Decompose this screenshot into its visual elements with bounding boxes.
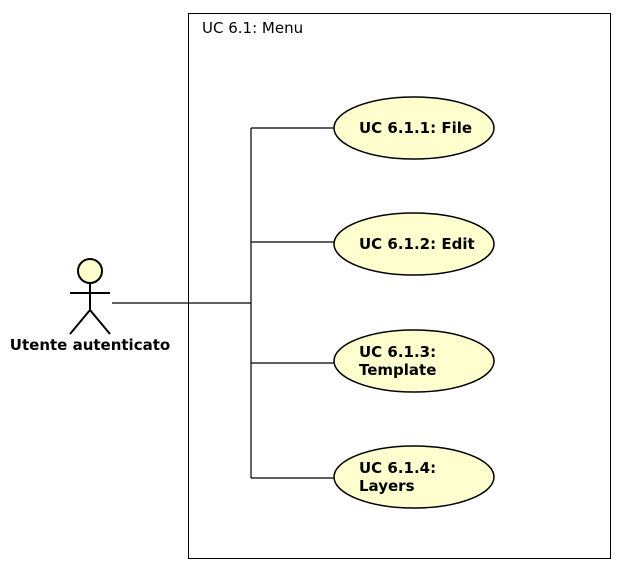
- use-case-ellipse: [333, 96, 495, 160]
- use-case-ellipse: [333, 212, 495, 276]
- use-case-label: UC 6.1.2: Edit: [359, 235, 475, 253]
- use-case-list: UC 6.1.1: File UC 6.1.2: Edit UC 6.1.3:Tem…: [333, 96, 495, 509]
- use-case-label: Layers: [359, 477, 415, 495]
- actor-icon: [69, 258, 111, 335]
- use-case-label: UC 6.1.4:: [359, 459, 436, 477]
- use-case-ellipse: [333, 329, 495, 393]
- use-case-4: UC 6.1.4:Layers: [333, 445, 495, 509]
- actor-label: Utente autenticato: [10, 336, 170, 354]
- use-case-label: Template: [359, 361, 436, 379]
- use-case-ellipse: [333, 445, 495, 509]
- use-case-label: UC 6.1.3:: [359, 343, 436, 361]
- actor-right-leg: [89, 309, 111, 335]
- actor-left-leg: [69, 309, 91, 335]
- system-boundary-title: UC 6.1: Menu: [202, 19, 303, 37]
- actor-head: [77, 258, 103, 284]
- connector-lines: [112, 127, 334, 479]
- use-case-3: UC 6.1.3:Template: [333, 329, 495, 393]
- use-case-1: UC 6.1.1: File: [333, 96, 495, 160]
- use-case-label: UC 6.1.1: File: [359, 119, 472, 137]
- use-case-2: UC 6.1.2: Edit: [333, 212, 495, 276]
